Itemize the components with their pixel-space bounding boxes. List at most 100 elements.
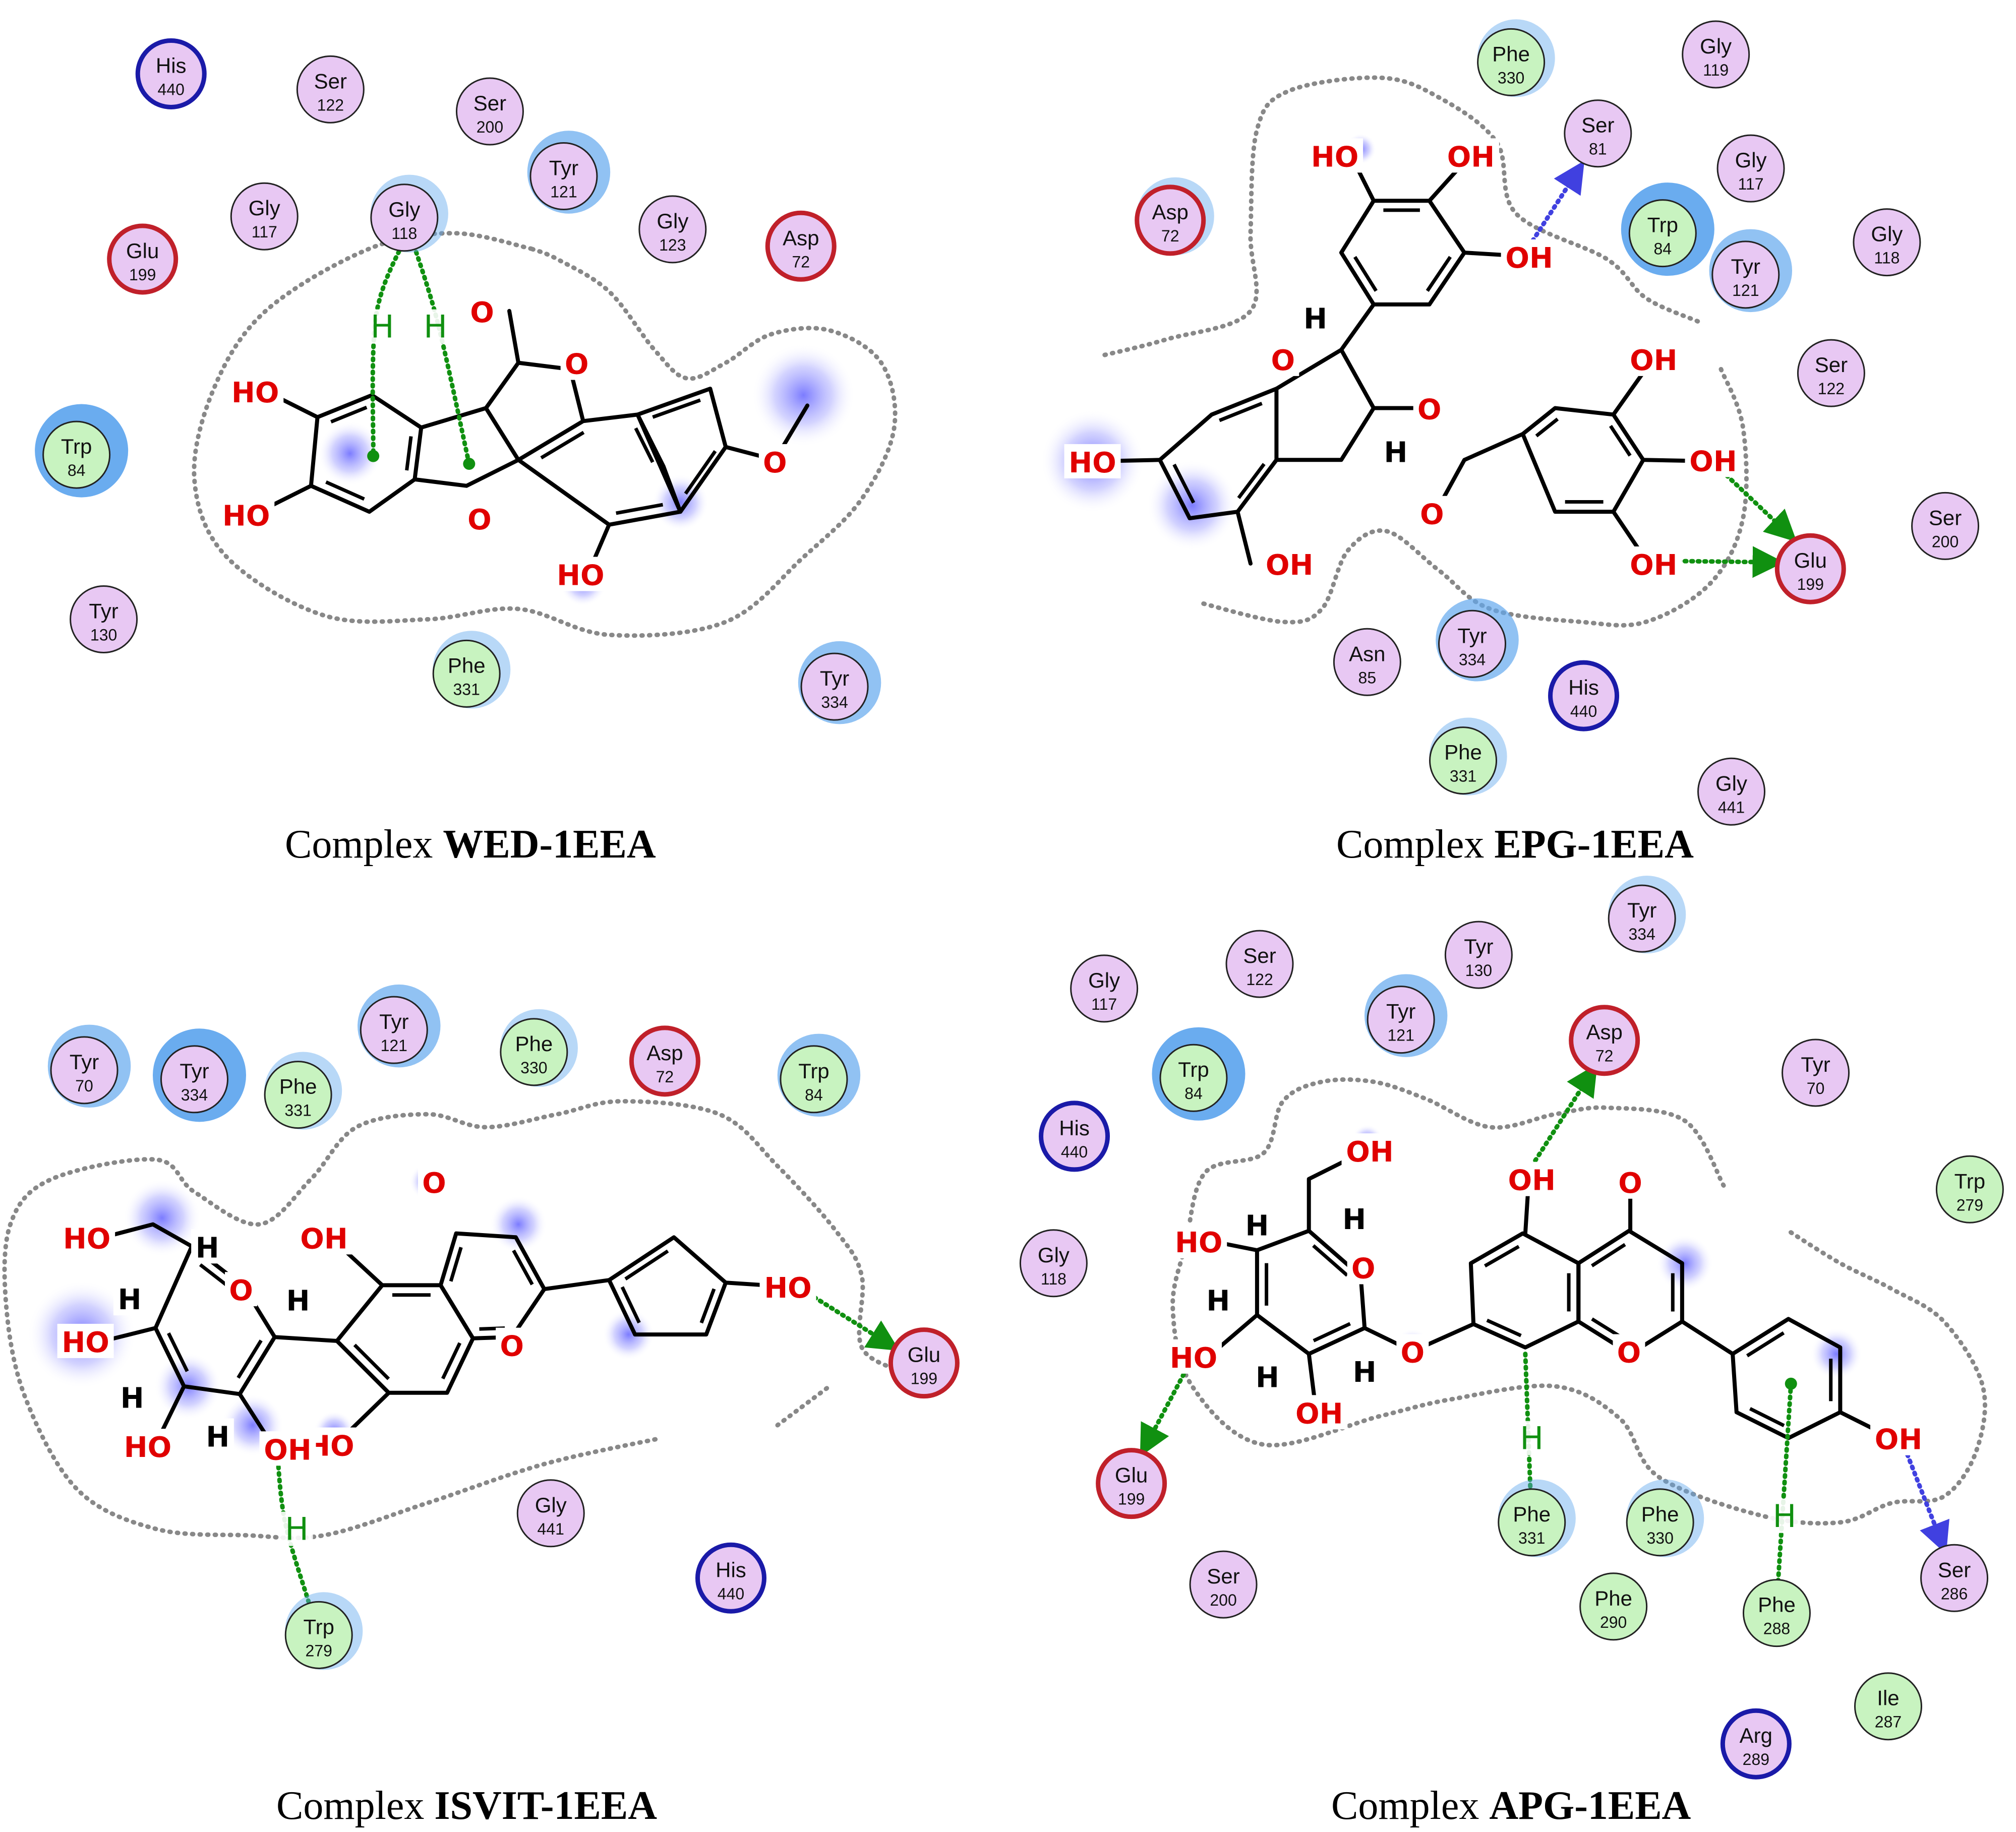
residue-name: Gly	[388, 198, 420, 221]
atom-label-epg-0: HO	[1311, 141, 1358, 173]
residue-number: 117	[252, 223, 277, 241]
caption-prefix: Complex	[285, 822, 443, 867]
atom-bg-wed-4	[463, 501, 496, 535]
atom-label-wed-0: O	[470, 296, 494, 329]
residue-number: 330	[1646, 1529, 1673, 1547]
residue-name: Tyr	[549, 156, 578, 180]
bond-isvit-3	[101, 1222, 194, 1249]
residue-name: Tyr	[820, 666, 849, 690]
atom-bg-epg-3	[1299, 300, 1332, 335]
atom-label-isvit-5: H	[118, 1284, 142, 1316]
residue-tyr130-apg	[1444, 921, 1513, 989]
caption-prefix: Complex	[276, 1784, 435, 1828]
interaction-lines	[275, 160, 1949, 1604]
double-bond-isvit-3-0	[624, 1249, 669, 1281]
residue-number: 72	[656, 1068, 674, 1086]
residue-number: 199	[1118, 1490, 1145, 1508]
atom-bg-isvit-16	[280, 1511, 313, 1546]
ligand-exposure-epg-1	[1147, 460, 1238, 551]
double-bond-epg-0-2	[1426, 256, 1452, 292]
ring-epg-0	[1339, 199, 1467, 307]
atom-label-apg-9: H	[1353, 1356, 1377, 1389]
residue-number: 331	[284, 1102, 311, 1120]
residue-tyr334-apg	[1608, 884, 1676, 953]
residue-number: 122	[1818, 380, 1845, 398]
residue-number: 330	[1498, 69, 1524, 87]
residue-tyr334-epg	[1438, 609, 1507, 678]
residue-name: Trp	[1647, 213, 1678, 237]
residue-arg289-apg	[1720, 1708, 1792, 1780]
atom-bg-epg-0	[1307, 138, 1363, 173]
double-bond-wed-0-4	[325, 480, 365, 501]
atom-label-wed-6: HO	[557, 560, 604, 592]
residue-gly118-apg	[1019, 1229, 1088, 1298]
residue-gly117-wed	[230, 182, 299, 251]
atom-label-isvit-14: HO	[764, 1272, 811, 1305]
residue-gly117-epg	[1716, 134, 1785, 203]
residue-number: 119	[1703, 61, 1729, 79]
residue-number: 287	[1875, 1713, 1902, 1731]
residue-glu199-apg	[1096, 1448, 1167, 1519]
pocket-contour-wed-0	[192, 231, 898, 638]
residue-tyr70-isvit	[50, 1036, 118, 1105]
residue-number: 199	[1797, 575, 1824, 593]
double-bond-isvit-0-4	[167, 1332, 189, 1372]
atom-label-wed-4: O	[467, 504, 492, 536]
residue-name: Ser	[314, 69, 347, 93]
interaction-epg-2	[1669, 546, 1785, 578]
residue-name: Ser	[473, 91, 506, 115]
bond-wed-1	[412, 458, 520, 488]
residue-ser122-wed	[296, 55, 365, 124]
double-bond-isvit-3-4	[620, 1286, 641, 1324]
residue-name: Ser	[1815, 353, 1848, 377]
residue-name: Trp	[303, 1615, 334, 1638]
atom-label-apg-0: OH	[1346, 1136, 1393, 1169]
atom-bg-isvit-6	[116, 1379, 149, 1414]
residue-name: Ser	[1581, 113, 1614, 137]
double-bond-isvit-0-2	[236, 1339, 263, 1379]
atom-label-apg-10: O	[1400, 1337, 1425, 1370]
residue-name: Trp	[798, 1059, 829, 1083]
bond-isvit-0	[542, 1278, 611, 1292]
residue-name: Phe	[1444, 741, 1482, 764]
residue-number: 70	[1807, 1079, 1825, 1097]
residue-number: 84	[805, 1086, 823, 1104]
atom-label-apg-7: H	[1256, 1361, 1279, 1394]
residue-tyr130-wed	[70, 585, 138, 653]
atom-label-apg-1: H	[1342, 1203, 1366, 1236]
atom-bg-apg-4	[1347, 1250, 1380, 1285]
atom-bg-apg-14	[1870, 1421, 1927, 1455]
bond-epg-3	[1462, 432, 1525, 462]
residue-name: Tyr	[379, 1010, 408, 1033]
residue-name: Tyr	[89, 599, 118, 623]
residue-number: 286	[1941, 1584, 1968, 1603]
residue-ser122-apg	[1225, 930, 1294, 998]
residue-name: Gly	[1038, 1243, 1070, 1267]
double-bond-epg-1-4	[1172, 463, 1196, 504]
residue-gly123-wed	[638, 195, 707, 264]
residue-number: 331	[1518, 1529, 1545, 1547]
atom-label-wed-3: O	[565, 348, 589, 381]
double-bond-wed-2-0	[652, 398, 701, 419]
atom-label-epg-3: H	[1303, 303, 1327, 336]
interaction-apg-2	[1903, 1446, 1949, 1554]
residue-number: 117	[1738, 175, 1764, 193]
residue-name: Ser	[1929, 506, 1962, 529]
atom-label-apg-8: OH	[1295, 1397, 1343, 1430]
residue-number: 441	[1718, 798, 1745, 816]
residue-tyr121-wed	[529, 142, 598, 211]
atom-bg-isvit-8	[119, 1429, 176, 1463]
residue-name: Trp	[1178, 1058, 1209, 1081]
residue-number: 121	[1387, 1026, 1414, 1045]
residue-tyr121-apg	[1367, 986, 1435, 1054]
residue-name: Ser	[1938, 1558, 1971, 1581]
residue-name: Gly	[1700, 34, 1732, 58]
residue-phe331-apg	[1498, 1488, 1566, 1557]
atom-bg-isvit-13	[418, 1164, 450, 1199]
residue-name: Tyr	[70, 1050, 99, 1074]
atom-label-apg-2: HO	[1175, 1227, 1222, 1259]
complex-name: ISVIT-1EEA	[434, 1784, 658, 1828]
double-bond-apg-1-4	[1486, 1318, 1522, 1337]
